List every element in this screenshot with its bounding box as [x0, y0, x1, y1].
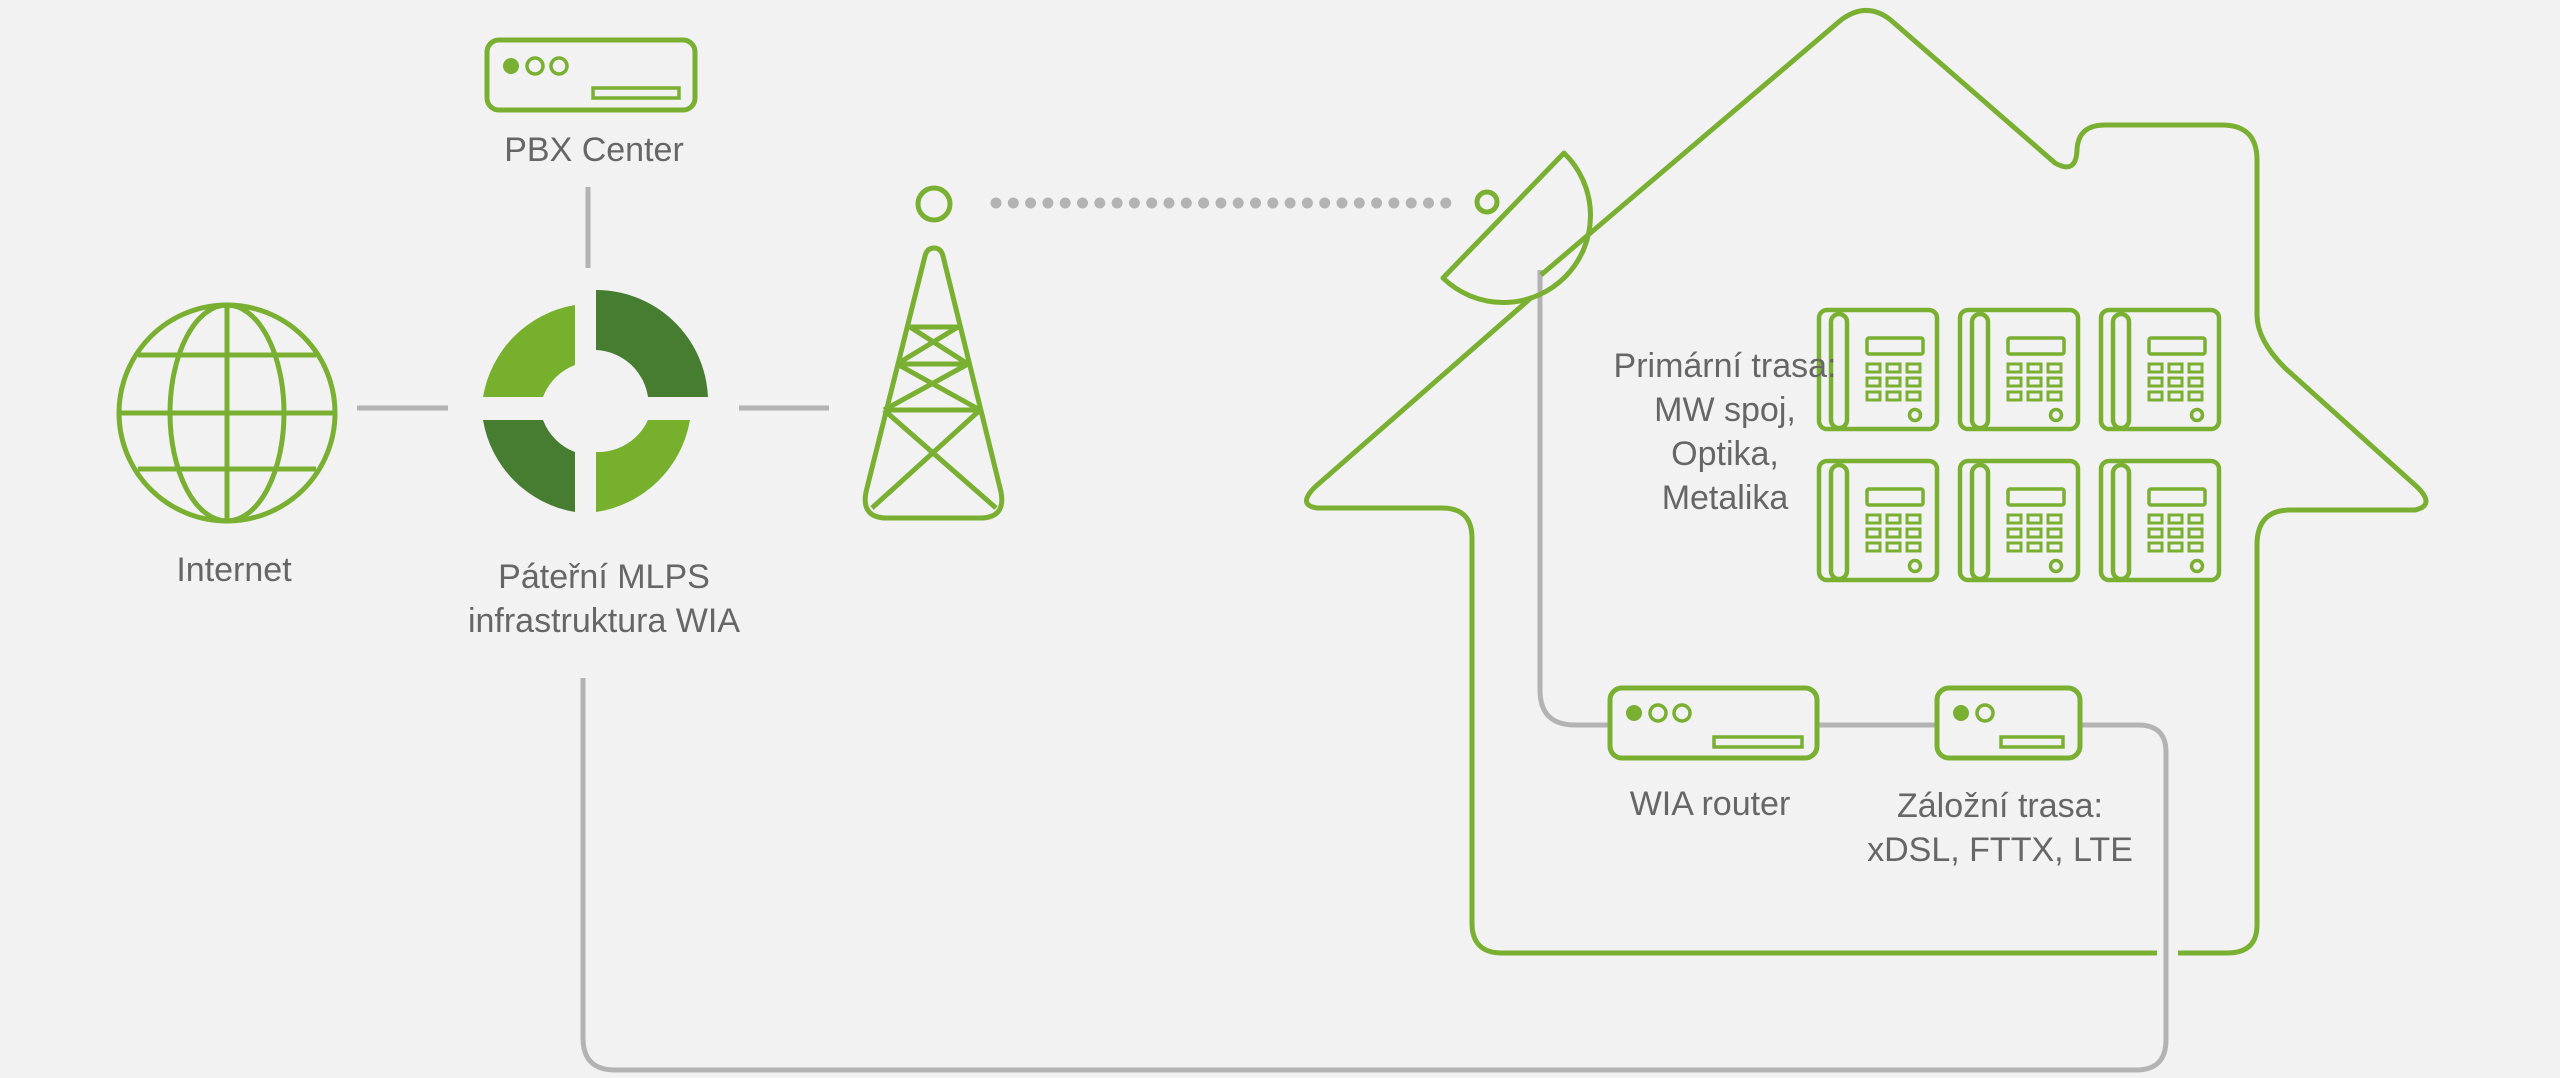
internet-label: Internet	[176, 551, 292, 589]
radio-tower-icon	[862, 185, 1005, 521]
wia-router-icon	[1607, 685, 1820, 761]
backbone-label-line1: Páteřní MLPS	[498, 558, 710, 596]
pbx-center-label: PBX Center	[504, 131, 684, 169]
wia-router-label: WIA router	[1629, 785, 1791, 823]
backup-route-line2: xDSL, FTTX, LTE	[1867, 831, 2133, 869]
backup-route-line1: Záložní trasa:	[1897, 787, 2103, 825]
backbone-label: Páteřní MLPS infrastruktura WIA	[414, 555, 794, 643]
primary-route-label: Primární trasa: MW spoj, Optika, Metalik…	[1540, 344, 1910, 520]
globe-icon	[116, 302, 338, 524]
backbone-label-line2: infrastruktura WIA	[467, 602, 741, 640]
lifebuoy-icon	[483, 289, 708, 512]
desk-phone-icon	[2101, 461, 2219, 580]
desk-phone-icon	[2101, 310, 2219, 429]
backup-router-icon	[1934, 685, 2083, 761]
primary-route-line1: Primární trasa:	[1613, 347, 1837, 385]
house-icon	[1304, 8, 2429, 956]
backup-route-link	[580, 678, 2169, 1073]
server-icon	[484, 37, 698, 113]
primary-route-line3: Optika,	[1671, 435, 1779, 473]
desk-phone-icon	[1960, 461, 2078, 580]
dish-router-link	[1537, 270, 1610, 728]
backup-route-label: Záložní trasa: xDSL, FTTX, LTE	[1830, 784, 2170, 872]
primary-route-line2: MW spoj,	[1654, 391, 1796, 429]
desk-phone-icon	[1960, 310, 2078, 429]
connection-lines	[357, 187, 2169, 1073]
primary-route-line4: Metalika	[1661, 479, 1789, 517]
satellite-dish-icon	[1440, 150, 1593, 305]
